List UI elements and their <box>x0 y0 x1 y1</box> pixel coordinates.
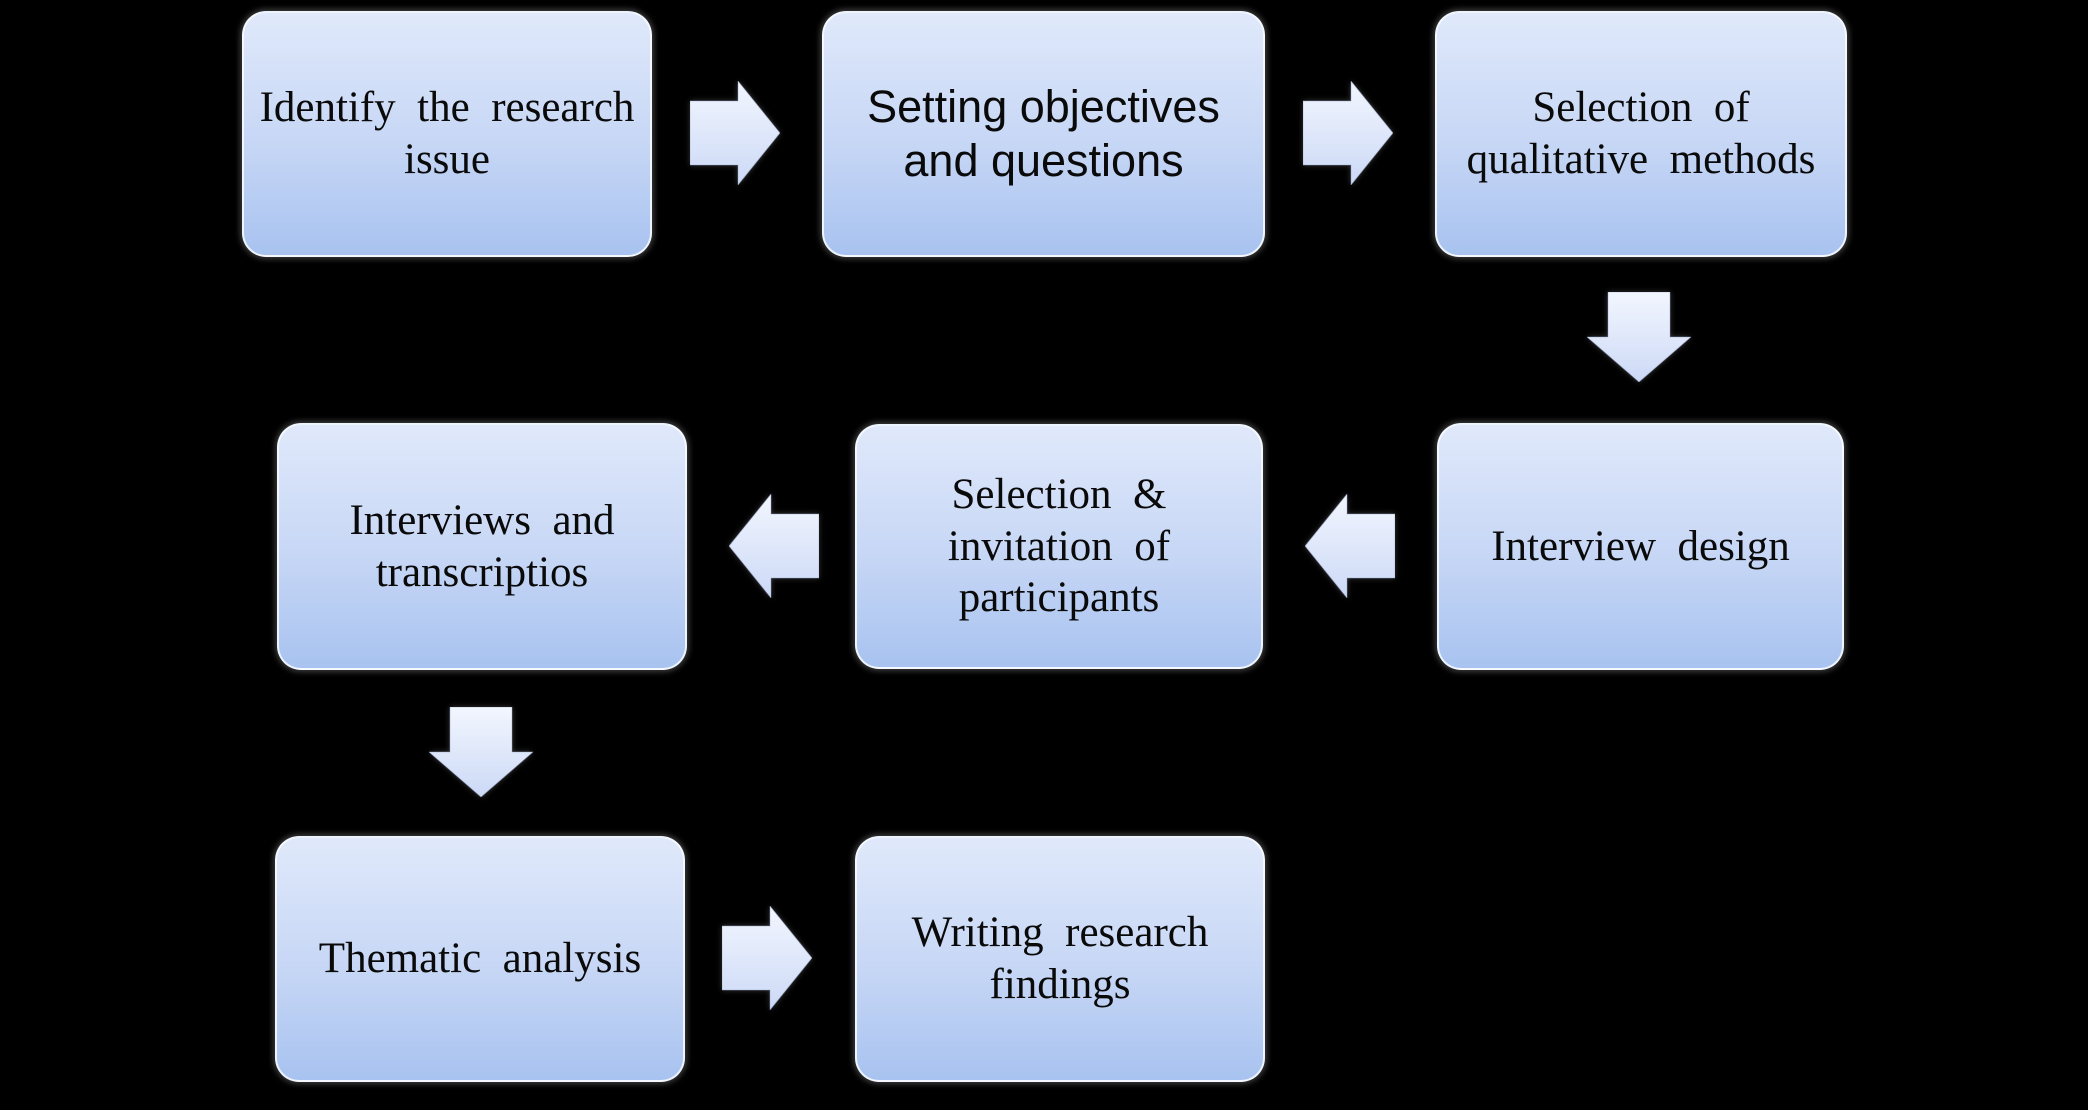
node-interview-design: Interview design <box>1437 423 1844 670</box>
node-identify-label: Identify the research issue <box>259 84 635 183</box>
node-objectives: Setting objectives and questions <box>822 11 1265 257</box>
right-arrow-icon <box>690 81 780 185</box>
node-findings: Writing research findings <box>855 836 1265 1082</box>
left-arrow-icon <box>1305 494 1395 598</box>
node-objectives-label: Setting objectives and questions <box>867 81 1220 186</box>
right-arrow-icon <box>1303 81 1393 185</box>
node-methods: Selection of qualitative methods <box>1435 11 1847 257</box>
down-arrow-icon <box>1587 292 1691 382</box>
node-interview-design-label: Interview design <box>1491 522 1790 570</box>
node-thematic-label: Thematic analysis <box>318 935 642 983</box>
right-arrow-icon <box>722 906 812 1010</box>
down-arrow-icon <box>429 707 533 797</box>
node-interviews-label: Interviews and transcriptios <box>349 496 615 596</box>
left-arrow-icon <box>729 494 819 598</box>
node-findings-label: Writing research findings <box>911 909 1209 1008</box>
node-thematic: Thematic analysis <box>275 836 685 1082</box>
node-participants-label: Selection & invitation of participants <box>947 471 1171 622</box>
node-participants: Selection & invitation of participants <box>855 424 1263 669</box>
node-interviews: Interviews and transcriptios <box>277 423 687 670</box>
node-identify: Identify the research issue <box>242 11 652 257</box>
node-methods-label: Selection of qualitative methods <box>1466 84 1816 183</box>
